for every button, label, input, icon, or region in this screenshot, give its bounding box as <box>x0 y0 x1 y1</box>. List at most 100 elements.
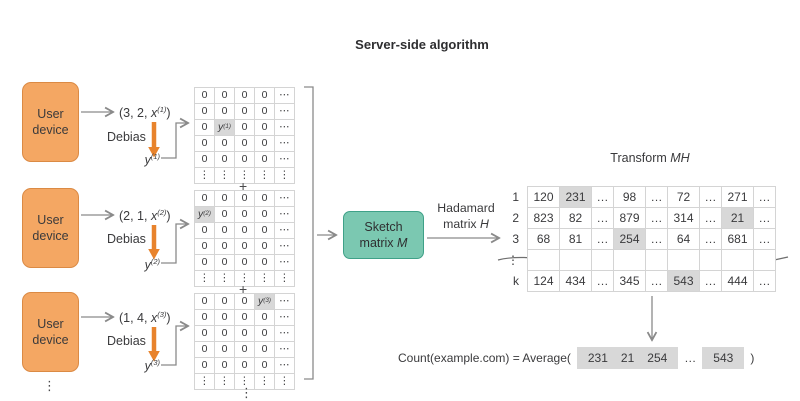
cell: ⋮ <box>255 271 275 287</box>
cell: … <box>754 271 776 292</box>
tuple-var: x <box>150 209 158 224</box>
cell: ⋯ <box>275 191 295 207</box>
cell: ⋮ <box>195 374 215 390</box>
cell: ⋮ <box>215 271 235 287</box>
cell: 434 <box>560 271 592 292</box>
cell: … <box>592 271 614 292</box>
tuple-suffix: ) <box>166 311 171 326</box>
sketch-matrix-box: Sketch matrix M <box>343 211 424 259</box>
y3-to-matrix-connector <box>161 326 187 366</box>
diagram-title: Server-side algorithm <box>355 37 489 52</box>
cell: 879 <box>614 208 646 229</box>
cell: … <box>754 187 776 208</box>
item: 231 <box>587 351 608 365</box>
sketch-box-line1: Sketch <box>364 219 403 234</box>
cell: 64 <box>668 229 700 250</box>
cell: 0 <box>215 358 235 374</box>
cell: 681 <box>722 229 754 250</box>
cell: 120 <box>528 187 560 208</box>
cell: … <box>754 229 776 250</box>
equation-lhs: Count(example.com) = Average( <box>398 351 571 365</box>
cell: 0 <box>195 326 215 342</box>
cell: … <box>646 208 668 229</box>
cell: ⋮ <box>215 168 235 184</box>
cell: ⋯ <box>275 342 295 358</box>
cell: ⋯ <box>275 326 295 342</box>
cell: 0 <box>255 342 275 358</box>
privatized-record-1: (3, 2, x(1)) <box>119 105 171 120</box>
cell: 271 <box>722 187 754 208</box>
cell: 0 <box>255 358 275 374</box>
user-device-box-1: User device <box>22 82 79 162</box>
tuple-var: x <box>150 311 158 326</box>
cell: 0 <box>215 207 235 223</box>
cell: 0 <box>235 152 255 168</box>
cell: ⋯ <box>275 136 295 152</box>
cell: … <box>700 271 722 292</box>
transform-title-prefix: Transform <box>610 151 671 165</box>
averaged-values-group-2: 543 <box>702 347 745 369</box>
more-devices-ellipsis: ⋮ <box>43 378 56 393</box>
cell <box>722 250 754 271</box>
debias-label-3: Debias <box>107 334 146 348</box>
cell: … <box>700 229 722 250</box>
cell <box>754 250 776 271</box>
cell: 345 <box>614 271 646 292</box>
cell: 0 <box>195 191 215 207</box>
cell: 0 <box>195 239 215 255</box>
item: 543 <box>713 351 734 365</box>
cell: 0 <box>235 207 255 223</box>
cell: ⋮ <box>235 374 255 390</box>
cell <box>560 250 592 271</box>
cell: y(3) <box>255 294 275 310</box>
cell: 314 <box>668 208 700 229</box>
item: k <box>513 273 519 288</box>
cell: ⋯ <box>275 223 295 239</box>
tuple-suffix: ) <box>166 106 171 121</box>
cell <box>528 250 560 271</box>
cell: ⋯ <box>275 294 295 310</box>
cell <box>614 250 646 271</box>
transform-mh-title: Transform MH <box>610 151 689 165</box>
debias-arrow-2 <box>148 225 160 260</box>
cell: 0 <box>215 255 235 271</box>
item: 254 <box>647 351 668 365</box>
cell: 0 <box>195 120 215 136</box>
cell <box>668 250 700 271</box>
cell: ⋮ <box>255 168 275 184</box>
tuple-sup: (2) <box>157 208 167 217</box>
cell: … <box>646 187 668 208</box>
cell: 0 <box>235 294 255 310</box>
cell: … <box>592 229 614 250</box>
cell: 0 <box>235 326 255 342</box>
cell: 0 <box>235 136 255 152</box>
averaged-values-group: 231 21 254 <box>576 347 679 369</box>
cell: 0 <box>195 342 215 358</box>
debiased-vector-label-3: y(3) <box>128 358 160 373</box>
cell <box>646 250 668 271</box>
item: 21 <box>620 351 635 365</box>
hadamard-matrix-symbol: H <box>480 216 489 231</box>
sketch-matrix-symbol: M <box>397 236 408 250</box>
cell: ⋯ <box>275 310 295 326</box>
cell: 68 <box>528 229 560 250</box>
tuple-prefix: (2, 1, <box>119 209 151 224</box>
debiased-vector-label-1: y(1) <box>128 152 160 167</box>
cell: ⋮ <box>255 374 275 390</box>
hadamard-matrix-label: Hadamard matrix H <box>431 201 501 233</box>
cell: ⋮ <box>275 271 295 287</box>
cell: ⋯ <box>275 88 295 104</box>
debias-arrow-3 <box>148 327 160 362</box>
cell: … <box>700 208 722 229</box>
cell: … <box>592 208 614 229</box>
cell: ⋯ <box>275 152 295 168</box>
plus-operator-1: + <box>239 178 248 194</box>
cell: ⋮ <box>215 374 235 390</box>
cell: 0 <box>255 104 275 120</box>
cell: 0 <box>255 223 275 239</box>
cell: 0 <box>255 136 275 152</box>
